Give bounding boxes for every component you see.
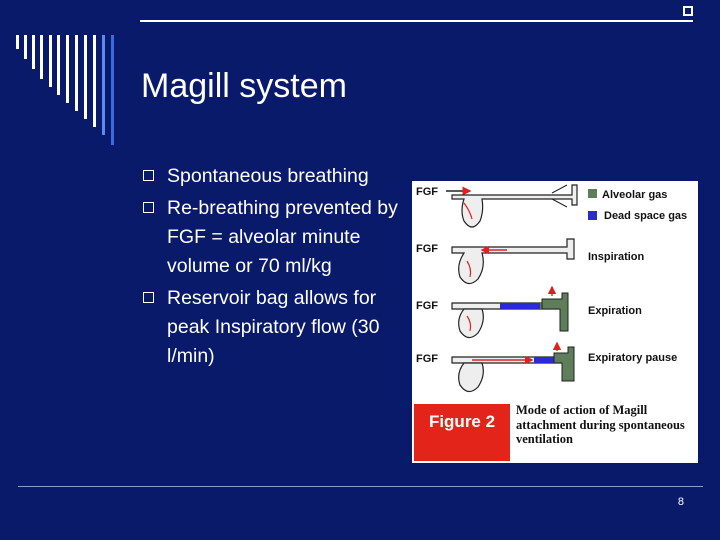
legend-alveolar-gas: Alveolar gas [602, 189, 667, 201]
square-bullet-icon [143, 170, 154, 181]
bullet-item: Reservoir bag allows for peak Inspirator… [143, 284, 405, 371]
circuit-row-2: FGF [416, 238, 575, 285]
alveolar-gas-swatch [588, 189, 597, 198]
bullet-list: Spontaneous breathing Re-breathing preve… [143, 162, 405, 374]
phase-expiration-label: Expiration [588, 305, 642, 317]
vertical-bars-decoration [16, 35, 128, 145]
phase-expiratory-pause-label: Expiratory pause [588, 352, 677, 364]
corner-square-decoration [683, 6, 693, 16]
figure-badge: Figure 2 [414, 404, 510, 461]
top-divider [140, 20, 693, 22]
fgf-label: FGF [416, 300, 438, 312]
circuit-row-4: FGF [416, 341, 575, 393]
magill-diagram: FGF FGF FGF [416, 184, 687, 393]
dead-space-gas-swatch [588, 211, 597, 220]
fgf-label: FGF [416, 243, 438, 255]
fgf-label: FGF [416, 186, 438, 198]
legend: Alveolar gas Dead space gas [588, 189, 687, 222]
bullet-text: Spontaneous breathing [167, 165, 369, 187]
bullet-item: Re-breathing prevented by FGF = alveolar… [143, 194, 405, 281]
slide-title: Magill system [141, 67, 347, 105]
fgf-label: FGF [416, 353, 438, 365]
dead-space-segment [500, 303, 540, 309]
dead-space-segment [534, 357, 554, 363]
bullet-text: Reservoir bag allows for peak Inspirator… [167, 287, 380, 367]
slide-number: 8 [677, 496, 684, 508]
circuit-row-3: FGF [416, 285, 569, 339]
phase-inspiration-label: Inspiration [588, 251, 645, 263]
bullet-text: Re-breathing prevented by FGF = alveolar… [167, 197, 398, 277]
square-bullet-icon [143, 202, 154, 213]
square-bullet-icon [143, 292, 154, 303]
figure-caption: Mode of action of Magill attachment duri… [516, 403, 685, 446]
bottom-divider [18, 486, 703, 487]
magill-figure: FGF FGF FGF [412, 181, 698, 463]
bullet-item: Spontaneous breathing [143, 162, 405, 191]
circuit-row-1: FGF [416, 184, 578, 228]
legend-dead-space-gas: Dead space gas [604, 210, 687, 222]
